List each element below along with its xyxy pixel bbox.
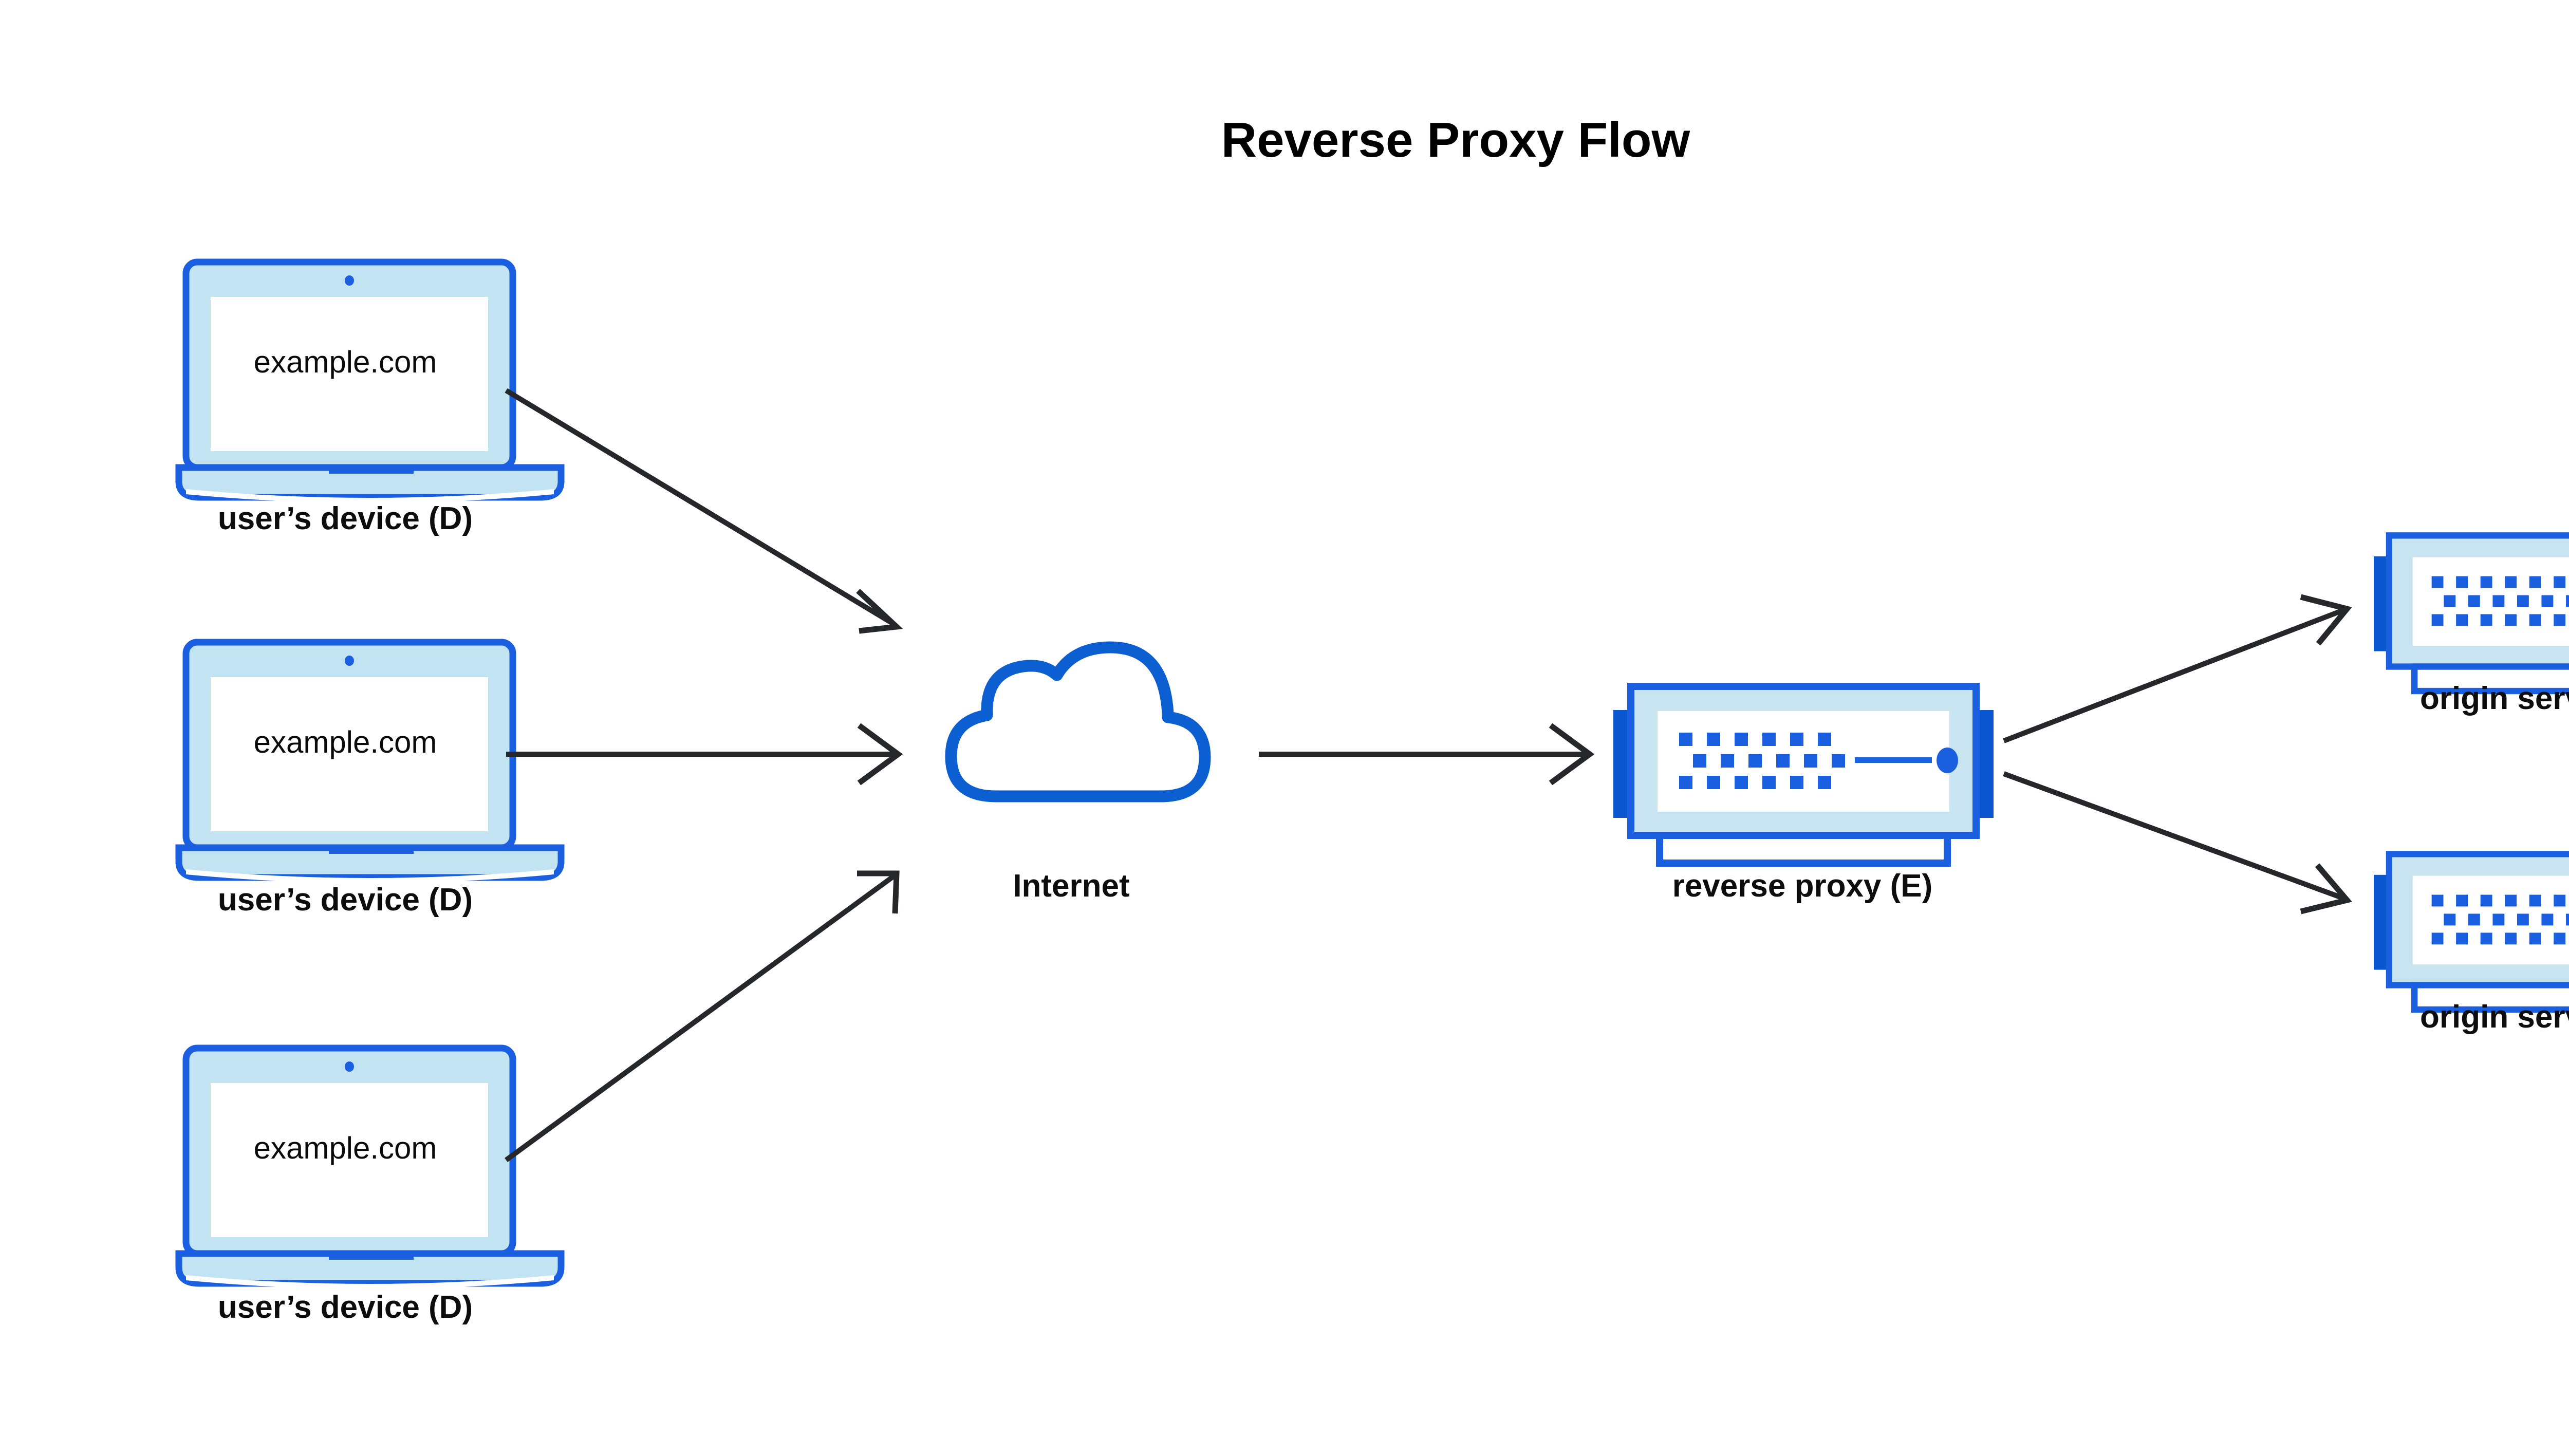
server-icon: [1613, 686, 1994, 863]
client-screen-text-2: example.com: [254, 725, 437, 759]
client-label-1: user’s device (D): [218, 501, 473, 536]
server-icon: [2374, 535, 2569, 691]
page-title: Reverse Proxy Flow: [1221, 113, 1690, 167]
client-label-3: user’s device (D): [218, 1290, 473, 1325]
laptop-icon: [179, 642, 561, 883]
arrow-reverse-proxy-to-origin1: [2003, 594, 2352, 743]
reverse-proxy-label: reverse proxy (E): [1672, 868, 1933, 904]
client-device-1[interactable]: example.com user’s device (D): [179, 262, 561, 536]
origin-server-node-1[interactable]: origin server (F): [2374, 535, 2569, 716]
origin-server-label-2: origin server (F): [2420, 999, 2569, 1035]
arrow-client2-to-internet: [506, 723, 903, 786]
arrow-internet-to-reverse-proxy: [1259, 723, 1595, 786]
client-device-2[interactable]: example.com user’s device (D): [179, 642, 561, 918]
client-device-3[interactable]: example.com user’s device (D): [179, 1048, 561, 1325]
arrow-client1-to-internet: [505, 388, 903, 634]
internet-cloud-node[interactable]: Internet: [951, 647, 1205, 904]
laptop-icon: [179, 1048, 561, 1289]
client-screen-text-3: example.com: [254, 1131, 437, 1165]
reverse-proxy-node[interactable]: reverse proxy (E): [1613, 686, 1994, 904]
laptop-icon: [179, 262, 561, 503]
client-label-2: user’s device (D): [218, 882, 473, 918]
arrow-client3-to-internet: [505, 870, 900, 1163]
client-screen-text-1: example.com: [254, 345, 437, 379]
cloud-icon: [951, 647, 1205, 796]
cloud-label: Internet: [1013, 868, 1129, 904]
origin-server-node-2[interactable]: origin server (F): [2374, 854, 2569, 1035]
arrow-reverse-proxy-to-origin2: [2003, 771, 2352, 914]
origin-server-label-1: origin server (F): [2420, 681, 2569, 716]
server-icon: [2374, 854, 2569, 1010]
